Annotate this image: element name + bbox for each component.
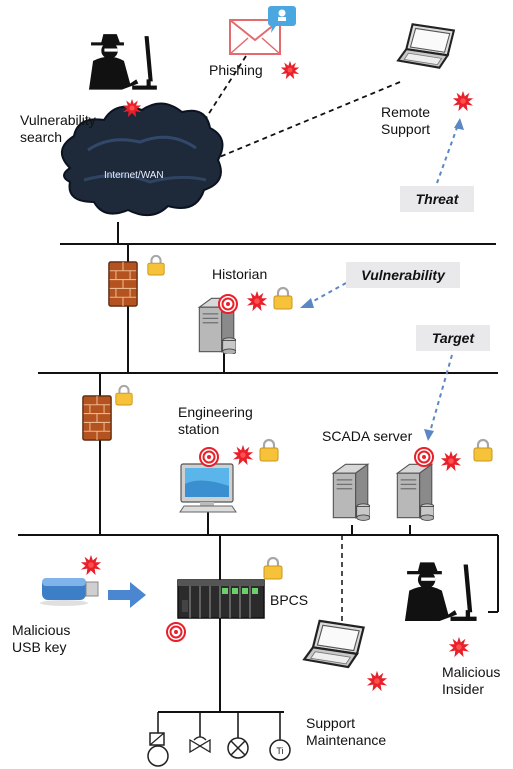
usb-to-bpcs-arrow <box>108 582 146 608</box>
scada-server-2-icon <box>396 463 434 522</box>
bpcs-controller-icon <box>177 579 265 619</box>
vulnerability-arrow <box>300 282 347 308</box>
scada-server-target-icon <box>414 447 434 467</box>
usb-key-threat-icon <box>80 554 102 576</box>
firewall-2-icon <box>82 395 112 441</box>
internet-cloud <box>61 102 224 217</box>
phishing-label: Phishing <box>209 62 263 78</box>
scada-server-1-icon <box>332 463 370 522</box>
threat-tag: Threat <box>400 186 474 212</box>
engineering-station-computer-icon <box>179 463 237 513</box>
support-laptop-icon <box>303 619 365 669</box>
support-maintenance-label: Support Maintenance <box>306 715 387 748</box>
engineering-station-label: Engineering station <box>178 404 253 437</box>
engineering-station-target-icon <box>199 447 219 467</box>
sensor-cross-icon <box>227 737 249 759</box>
scada-server-threat-icon <box>440 450 462 472</box>
malicious-insider-label: Malicious Insider <box>442 664 501 697</box>
remote-support-laptop-icon <box>397 23 455 69</box>
control-valve-icon <box>189 736 211 754</box>
threat-arrow <box>436 118 464 184</box>
firewall-1-lock-icon <box>146 254 166 276</box>
engineering-station-lock-icon <box>258 438 280 462</box>
bpcs-label: BPCS <box>270 592 309 608</box>
temperature-indicator-icon: Ti <box>269 739 291 761</box>
bpcs-target-icon <box>166 622 186 642</box>
svg-text:Ti: Ti <box>276 746 283 756</box>
phishing-envelope-icon <box>229 6 296 55</box>
usb-key-icon <box>40 578 99 606</box>
bpcs-lock-icon <box>262 556 284 580</box>
firewall-2-lock-icon <box>114 384 134 406</box>
phishing-threat-icon <box>280 60 300 80</box>
firewall-1-icon <box>108 261 138 307</box>
malicious-insider-hacker-icon <box>404 562 477 621</box>
malicious-insider-threat-icon <box>448 636 470 658</box>
remote-support-label: Remote Support <box>381 104 431 137</box>
attacker-hacker-icon <box>88 34 157 90</box>
vulnerability-search-label: Vulnerability search <box>20 112 96 145</box>
scada-server-label: SCADA server <box>322 428 413 444</box>
support-laptop-threat-icon <box>366 670 388 692</box>
malicious-usb-key-label: Malicious USB key <box>12 622 71 655</box>
historian-threat-icon <box>246 290 268 312</box>
internet-wan-label: Internet/WAN <box>104 170 164 181</box>
target-arrow <box>424 354 453 441</box>
historian-lock-icon <box>272 286 294 310</box>
vulnerability-tag: Vulnerability <box>346 262 460 288</box>
pump-icon <box>147 732 169 767</box>
remote-support-threat-icon <box>452 90 474 112</box>
engineering-station-threat-icon <box>232 444 254 466</box>
target-tag: Target <box>416 325 490 351</box>
scada-server-lock-icon <box>472 438 494 462</box>
historian-target-icon <box>218 294 238 314</box>
historian-label: Historian <box>212 266 268 282</box>
